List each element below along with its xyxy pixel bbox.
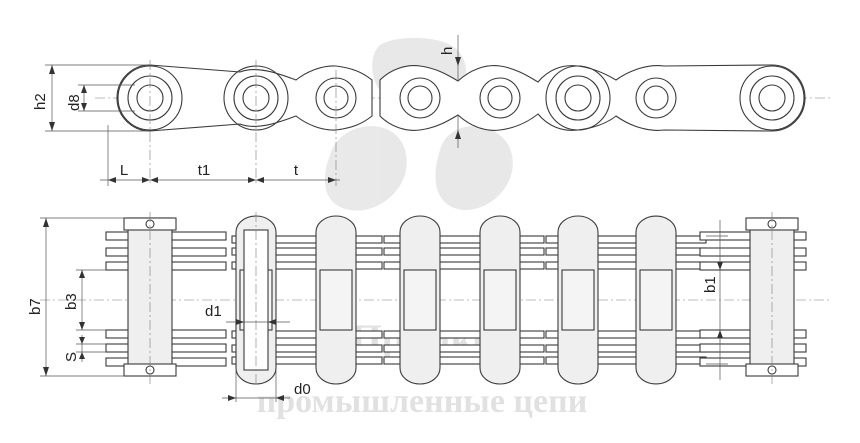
pin-4 bbox=[399, 215, 441, 385]
pin-6 bbox=[557, 215, 599, 385]
label-d1: d1 bbox=[205, 303, 222, 320]
label-t: t bbox=[294, 162, 299, 179]
roller-4 bbox=[399, 77, 441, 119]
chain-top-view: b7 b3 S d1 b1 d0 bbox=[27, 212, 830, 402]
pin-7 bbox=[635, 215, 677, 385]
label-d8: d8 bbox=[66, 94, 83, 111]
label-h: h bbox=[439, 47, 456, 55]
pin-1 bbox=[123, 212, 177, 385]
label-S: S bbox=[63, 352, 80, 362]
label-h2: h2 bbox=[32, 93, 49, 110]
roller-7 bbox=[635, 77, 677, 119]
label-b3: b3 bbox=[63, 293, 80, 310]
roller-8 bbox=[739, 65, 805, 131]
roller-5 bbox=[479, 77, 521, 119]
watermark-tagline: промышленные цепи bbox=[257, 383, 588, 420]
right-link-plate bbox=[379, 64, 806, 132]
label-b1: b1 bbox=[702, 276, 719, 293]
label-L: L bbox=[120, 162, 128, 179]
label-b7: b7 bbox=[27, 298, 44, 315]
chain-side-view: h2 d8 h L t1 t bbox=[32, 35, 830, 186]
lower-plate-stack bbox=[105, 329, 807, 367]
label-t1: t1 bbox=[198, 162, 211, 179]
upper-plate-stack bbox=[105, 231, 807, 271]
pin-3 bbox=[315, 215, 357, 385]
pin-2 bbox=[235, 212, 277, 385]
label-d0: d0 bbox=[294, 381, 311, 398]
pin-5 bbox=[479, 215, 521, 385]
left-link-plate bbox=[116, 64, 373, 132]
roller-6 bbox=[545, 65, 611, 131]
pin-8 bbox=[745, 212, 799, 385]
